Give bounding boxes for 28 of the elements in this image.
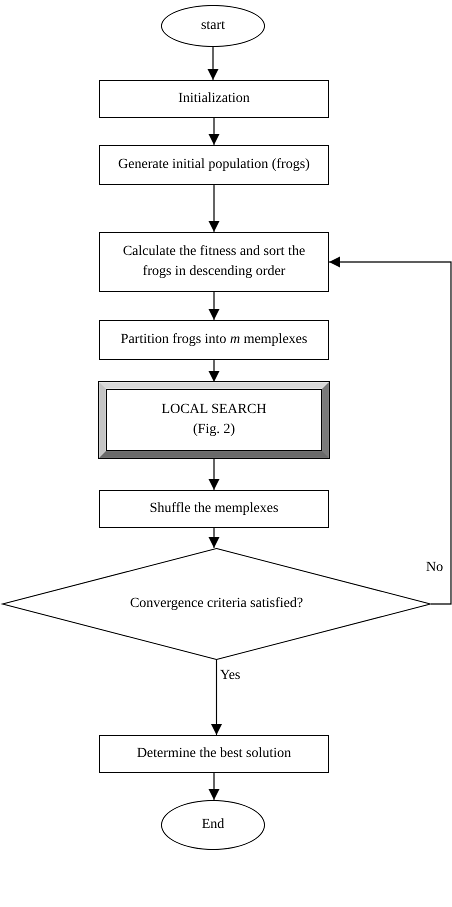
node-text: LOCAL SEARCH xyxy=(162,400,266,419)
node-text: Generate initial population (frogs) xyxy=(118,156,310,174)
subprocess-box xyxy=(99,382,329,458)
arrow xyxy=(208,773,220,800)
arrow xyxy=(208,118,220,145)
node-text: Initialization xyxy=(178,90,250,108)
node-text: Determine the best solution xyxy=(136,744,292,763)
process-box xyxy=(99,145,329,185)
arrow xyxy=(329,256,452,605)
node-text: start xyxy=(200,16,226,35)
arrow xyxy=(208,292,220,320)
process-box xyxy=(99,232,329,292)
node-text: End xyxy=(202,816,224,834)
node-text: Shuffle the memplexes xyxy=(150,500,278,518)
arrow xyxy=(208,528,220,548)
arrow xyxy=(208,185,220,232)
arrow xyxy=(208,360,220,382)
arrow xyxy=(208,47,218,80)
process-box xyxy=(99,80,329,118)
process-box xyxy=(99,320,329,360)
process-box xyxy=(99,490,329,528)
node-text: Calculate the fitness and sort the frogs in descending order xyxy=(122,242,306,281)
process-box xyxy=(99,735,329,773)
node-text: Convergence criteria satisfied? xyxy=(130,594,304,613)
arrow xyxy=(208,458,220,490)
node-text: (Fig. 2) xyxy=(193,421,235,439)
node-text: Partition frogs into m memplexes xyxy=(120,330,308,349)
arrow xyxy=(211,660,222,735)
